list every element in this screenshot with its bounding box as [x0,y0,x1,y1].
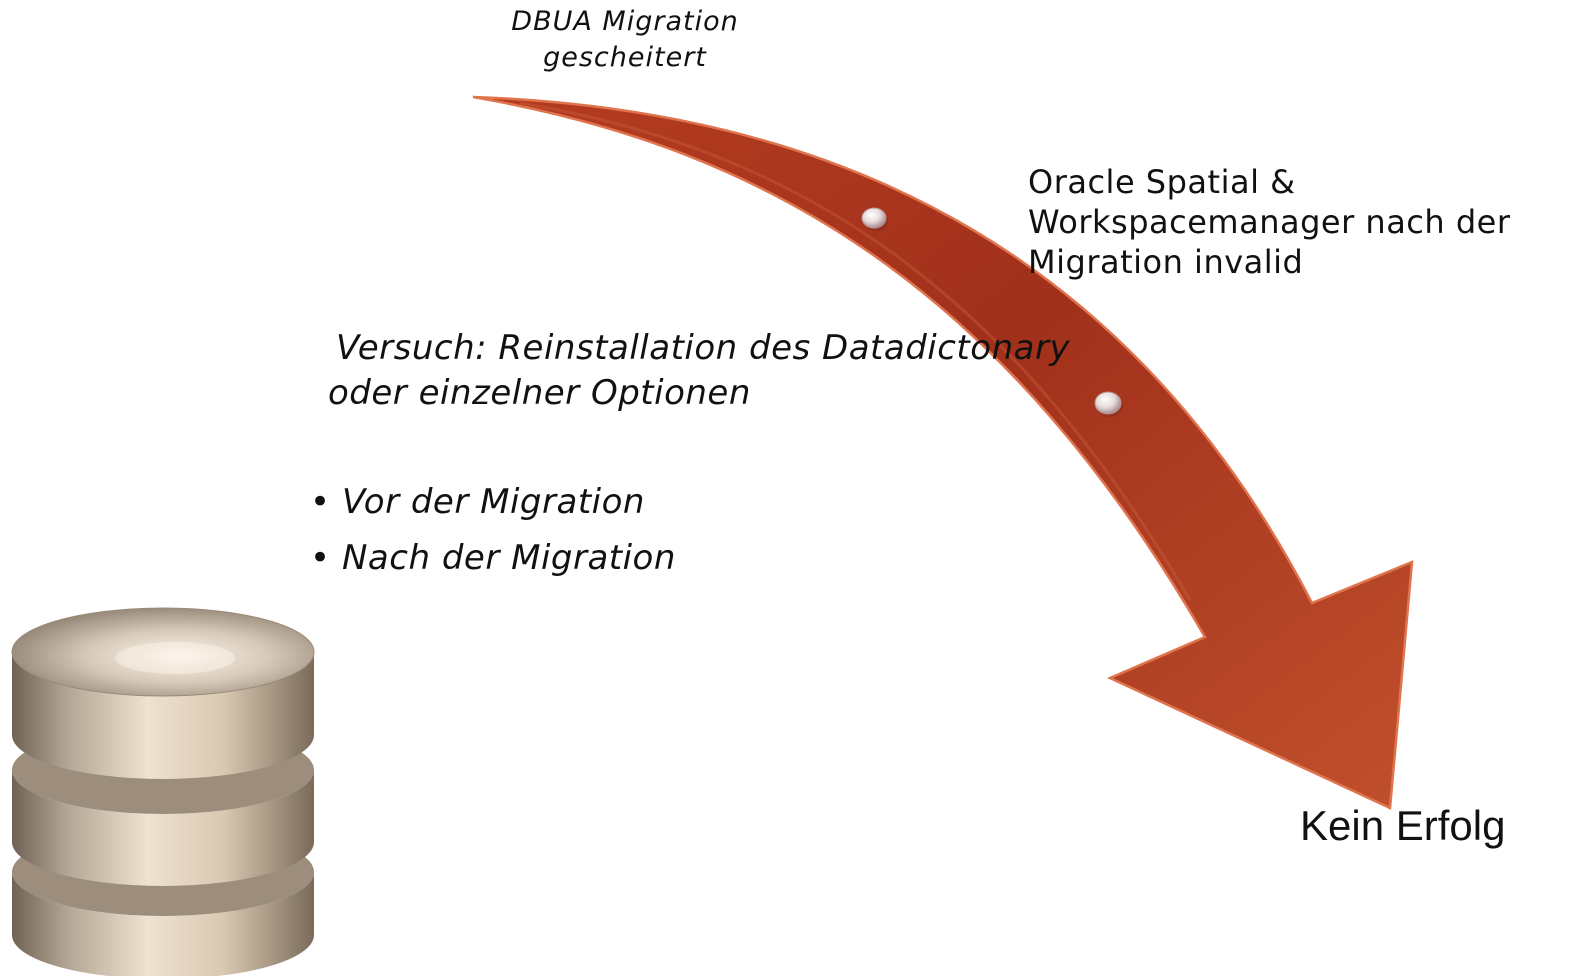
database-icon [11,607,315,976]
attempt-item: • Vor der Migration [310,474,676,530]
bullet-icon: • [310,482,331,522]
result-label: Kein Erfolg [1300,802,1506,849]
attempt-list: • Vor der Migration • Nach der Migration [310,474,676,586]
label-line: oder einzelner Optionen [328,373,751,413]
start-label: DBUA Migration gescheitert [470,4,780,76]
issue-label: Oracle Spatial &Workspacemanager nach de… [1028,162,1511,282]
bullet-icon: • [310,538,331,578]
milestone-dot [861,207,888,231]
milestone-dot [1094,391,1123,417]
label-line: gescheitert [543,42,707,73]
label-line: Migration invalid [1028,243,1304,281]
attempt-item-label: Vor der Migration [342,482,645,522]
label-line: Versuch: Reinstallation des Datadictonar… [336,328,1071,368]
attempt-heading: Versuch: Reinstallation des Datadictonar… [308,326,1070,416]
label-line: Workspacemanager nach der [1028,203,1511,241]
label-line: DBUA Migration [511,6,739,37]
label-line: Oracle Spatial & [1028,163,1296,201]
attempt-item: • Nach der Migration [310,530,676,586]
curved-arrow [472,95,1414,810]
arrow-highlight [519,101,1192,601]
attempt-item-label: Nach der Migration [342,538,676,578]
